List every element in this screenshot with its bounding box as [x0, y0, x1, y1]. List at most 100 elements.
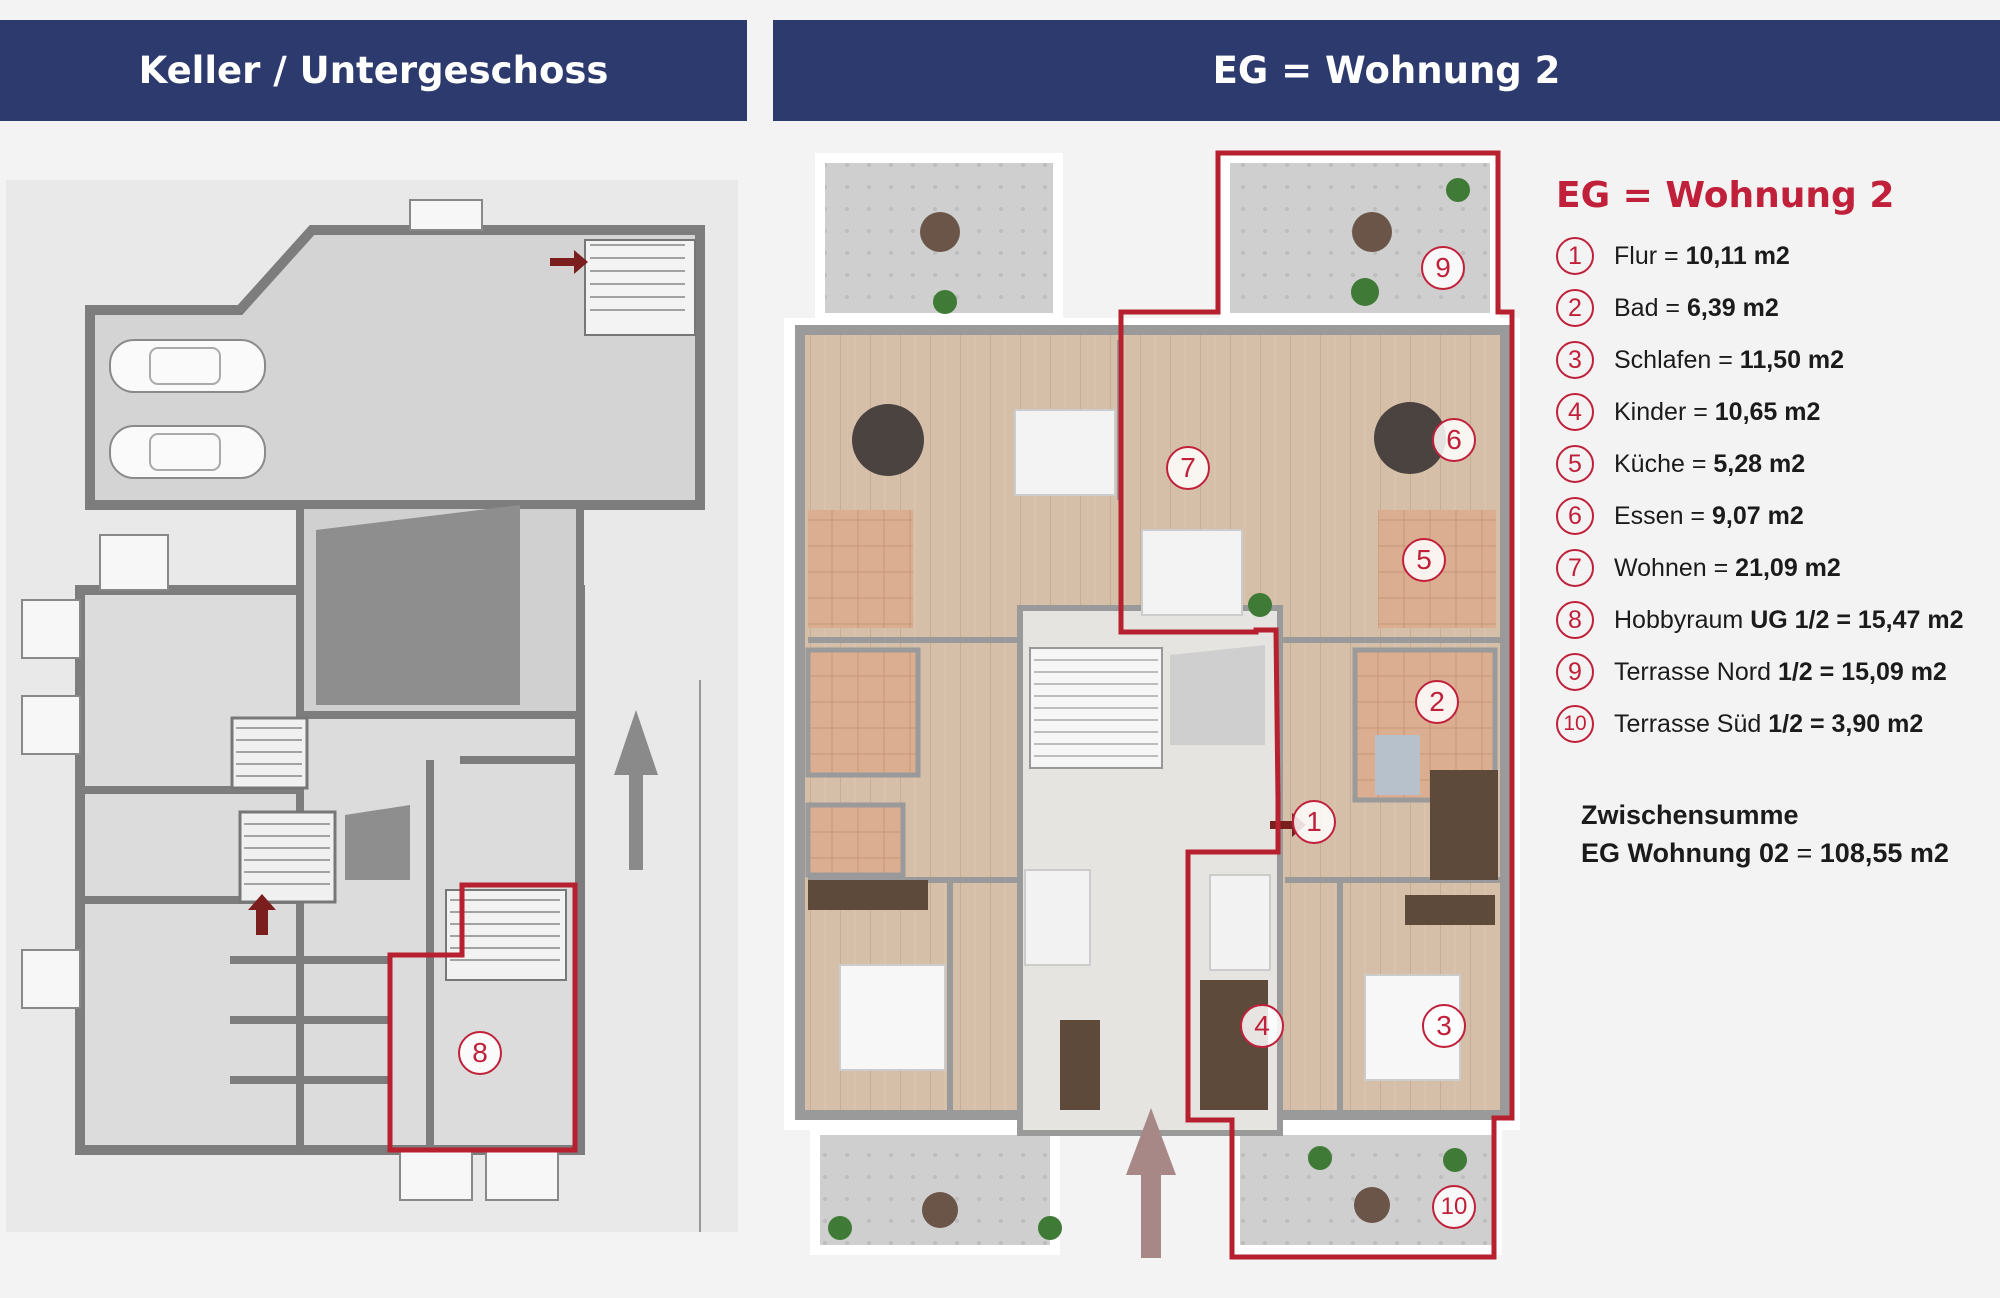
room-label-5: 5 [1402, 538, 1446, 582]
legend-separator: = [1711, 345, 1740, 374]
sofa-icon [1014, 409, 1116, 496]
plant-icon [1443, 1148, 1467, 1172]
legend-room-name: Hobbyraum [1614, 605, 1744, 634]
entrance-arrow-icon [1126, 1108, 1176, 1258]
plant-icon [1308, 1146, 1332, 1170]
plant-icon [1038, 1216, 1062, 1240]
legend-number: 8 [1556, 601, 1594, 639]
legend-separator: = [1683, 501, 1712, 530]
legend-area: UG 1/2 = 15,47 m2 [1750, 605, 1964, 634]
legend-room-name: Terrasse Nord [1614, 657, 1771, 686]
banner-eg-text: EG = Wohnung 2 [1212, 49, 1561, 92]
legend-item: 8 Hobbyraum UG 1/2 = 15,47 m2 [1556, 594, 1986, 646]
legend-number: 7 [1556, 549, 1594, 587]
bed-icon [839, 964, 946, 1071]
plant-icon [828, 1216, 852, 1240]
legend-room-name: Wohnen [1614, 553, 1707, 582]
plant-icon [933, 290, 957, 314]
legend-area: 5,28 m2 [1713, 449, 1806, 478]
legend-number: 6 [1556, 497, 1594, 535]
room-label-2: 2 [1415, 680, 1459, 724]
legend: EG = Wohnung 2 1 Flur = 10,11 m2 2 Bad = 6,… [1556, 175, 1986, 750]
room-label-10: 10 [1432, 1185, 1476, 1229]
light-shaft [316, 505, 520, 705]
legend-title: EG = Wohnung 2 [1556, 175, 1895, 216]
legend-room-name: Bad [1614, 293, 1659, 322]
legend-text: Bad = 6,39 m2 [1614, 294, 1779, 323]
stair-icon [445, 889, 567, 981]
legend-area: 10,11 m2 [1685, 241, 1790, 270]
wohnung-outline [1118, 150, 1515, 1260]
banner-eg: EG = Wohnung 2 [773, 20, 2000, 121]
stair-icon [238, 810, 337, 904]
legend-number: 5 [1556, 445, 1594, 483]
legend-text: Flur = 10,11 m2 [1614, 242, 1790, 271]
legend-text: Hobbyraum UG 1/2 = 15,47 m2 [1614, 606, 1964, 635]
table-icon [852, 404, 924, 476]
table-icon [920, 212, 960, 252]
legend-item: 1 Flur = 10,11 m2 [1556, 230, 1986, 282]
subtotal: Zwischensumme EG Wohnung 02 = 108,55 m2 [1581, 796, 1949, 872]
legend-area: 1/2 = 3,90 m2 [1768, 709, 1924, 738]
legend-number: 10 [1556, 705, 1594, 743]
room-label-9: 9 [1421, 246, 1465, 290]
legend-area: 11,50 m2 [1739, 345, 1845, 374]
subtotal-eq: = [1789, 838, 1820, 868]
legend-number: 1 [1556, 237, 1594, 275]
legend-separator: = [1686, 397, 1715, 426]
eg-plan [784, 150, 1520, 1260]
subtotal-line: EG Wohnung 02 = 108,55 m2 [1581, 834, 1949, 872]
legend-item: 10 Terrasse Süd 1/2 = 3,90 m2 [1556, 698, 1986, 750]
hobbyraum-outline [387, 882, 578, 1153]
subtotal-name: EG Wohnung 02 [1581, 838, 1789, 868]
banner-keller: Keller / Untergeschoss [0, 20, 747, 121]
room-label-6: 6 [1432, 418, 1476, 462]
legend-number: 2 [1556, 289, 1594, 327]
room-label-8: 8 [458, 1031, 502, 1075]
legend-text: Kinder = 10,65 m2 [1614, 398, 1820, 427]
bed-icon [1209, 874, 1271, 971]
legend-item: 4 Kinder = 10,65 m2 [1556, 386, 1986, 438]
subtotal-label: Zwischensumme [1581, 800, 1799, 830]
bed-icon [1024, 869, 1091, 966]
legend-item: 9 Terrasse Nord 1/2 = 15,09 m2 [1556, 646, 1986, 698]
legend-item: 2 Bad = 6,39 m2 [1556, 282, 1986, 334]
legend-number: 3 [1556, 341, 1594, 379]
table-icon [922, 1192, 958, 1228]
legend-area: 1/2 = 15,09 m2 [1777, 657, 1947, 686]
legend-room-name: Schlafen [1614, 345, 1712, 374]
banner-keller-text: Keller / Untergeschoss [138, 49, 609, 92]
legend-number: 9 [1556, 653, 1594, 691]
car-icon [109, 339, 266, 393]
keller-plan [6, 180, 738, 1232]
room-label-1: 1 [1292, 800, 1336, 844]
sofa-icon [1141, 529, 1243, 616]
legend-area: 6,39 m2 [1686, 293, 1779, 322]
subtotal-value: 108,55 m2 [1819, 838, 1949, 868]
room-label-3: 3 [1422, 1004, 1466, 1048]
room-label-7: 7 [1166, 446, 1210, 490]
car-icon [109, 425, 266, 479]
arrow-icon [248, 894, 276, 935]
legend-text: Essen = 9,07 m2 [1614, 502, 1804, 531]
legend-room-name: Terrasse Süd [1614, 709, 1762, 738]
legend-item: 3 Schlafen = 11,50 m2 [1556, 334, 1986, 386]
legend-text: Wohnen = 21,09 m2 [1614, 554, 1841, 583]
plant-icon [1446, 178, 1470, 202]
arrow-icon [550, 250, 588, 274]
legend-room-name: Essen [1614, 501, 1684, 530]
legend-separator: = [1706, 553, 1736, 582]
legend-item: 7 Wohnen = 21,09 m2 [1556, 542, 1986, 594]
entrance-arrow-icon [614, 710, 658, 870]
legend-separator: = [1684, 449, 1714, 478]
legend-separator [1771, 658, 1778, 686]
table-icon [1352, 212, 1392, 252]
room-label-4: 4 [1240, 1004, 1284, 1048]
legend-number: 4 [1556, 393, 1594, 431]
plant-icon [1248, 593, 1272, 617]
legend-area: 21,09 m2 [1735, 553, 1841, 582]
legend-room-name: Flur [1614, 241, 1658, 270]
legend-text: Terrasse Nord 1/2 = 15,09 m2 [1614, 658, 1947, 687]
